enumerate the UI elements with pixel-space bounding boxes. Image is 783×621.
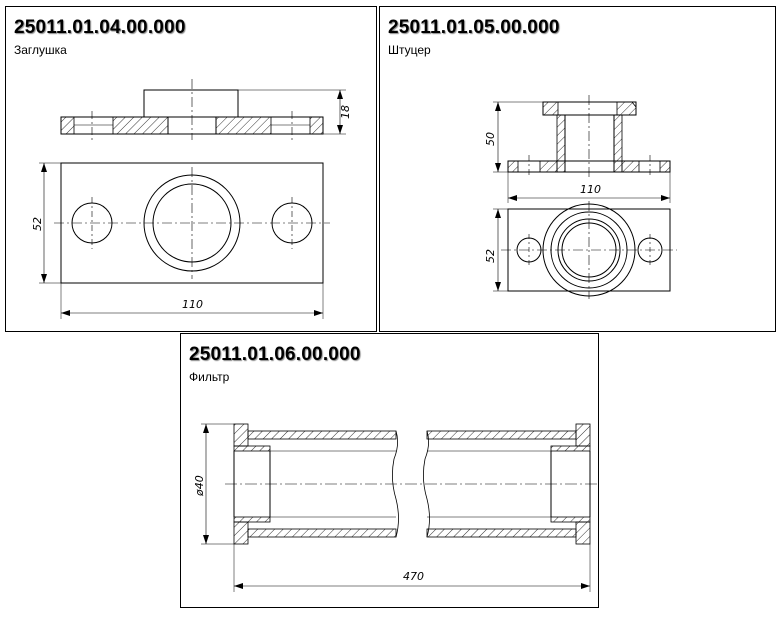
hatch-mid-right xyxy=(215,116,272,135)
flange-hatch-mr xyxy=(621,160,640,173)
dim-length: 110 xyxy=(580,183,601,196)
part-code: 25011.01.04.00.000 xyxy=(14,17,186,38)
part-code: 25011.01.05.00.000 xyxy=(388,17,560,38)
pipe-wall-right xyxy=(613,114,623,173)
right-flange-top xyxy=(575,423,591,447)
part-code: 25011.01.06.00.000 xyxy=(189,344,361,365)
panel-filtr: ø40 470 25011.01.06.00.000 Фильтр xyxy=(180,333,599,608)
left-flange-top xyxy=(233,423,249,447)
drawing-shtutser: 50 110 52 xyxy=(484,95,677,299)
drawing-zaglushka: 18 52 110 xyxy=(31,79,352,319)
drawing-filtr: ø40 470 xyxy=(193,423,597,592)
boss-outline xyxy=(143,89,239,118)
part-name: Заглушка xyxy=(14,43,67,57)
break-line-left xyxy=(392,430,399,538)
flange-hatch-ml xyxy=(539,160,558,173)
right-flange-bottom xyxy=(575,521,591,545)
left-sleeve-top xyxy=(233,445,271,452)
nut-outline xyxy=(542,101,637,116)
pipe-wall-left xyxy=(556,114,566,173)
hatch-right-end xyxy=(309,116,324,135)
left-sleeve-bottom xyxy=(233,516,271,523)
dim-height: 18 xyxy=(339,105,352,119)
hatch-mid-left xyxy=(112,116,169,135)
top-nut-right xyxy=(616,101,637,116)
dim-length: 110 xyxy=(182,298,203,311)
dim-length: 470 xyxy=(403,570,424,583)
hatch-left-end xyxy=(60,116,75,135)
flange-hatch-left xyxy=(507,160,519,173)
dim-width: 52 xyxy=(31,217,44,231)
top-nut-left xyxy=(542,101,559,116)
dim-width: 52 xyxy=(484,249,497,263)
flange-hatch-right xyxy=(659,160,671,173)
right-sleeve-bottom xyxy=(550,516,591,523)
panel-zaglushka: 18 52 110 25011.01.04.00.000 Заглушка xyxy=(5,6,377,332)
break-line-right xyxy=(423,430,430,538)
right-sleeve-top xyxy=(550,445,591,452)
pipe-wall-top-left xyxy=(247,430,397,440)
pipe-wall-bottom-right xyxy=(426,528,577,538)
part-name: Штуцер xyxy=(388,43,431,57)
pipe-wall-bottom-left xyxy=(247,528,397,538)
dim-height: 50 xyxy=(484,132,497,146)
left-flange-bottom xyxy=(233,521,249,545)
panel-shtutser: 50 110 52 25011.01.05.00.000 Штуцер xyxy=(379,6,776,332)
dim-diameter: ø40 xyxy=(193,475,206,497)
pipe-wall-top-right xyxy=(426,430,577,440)
part-name: Фильтр xyxy=(189,370,230,384)
